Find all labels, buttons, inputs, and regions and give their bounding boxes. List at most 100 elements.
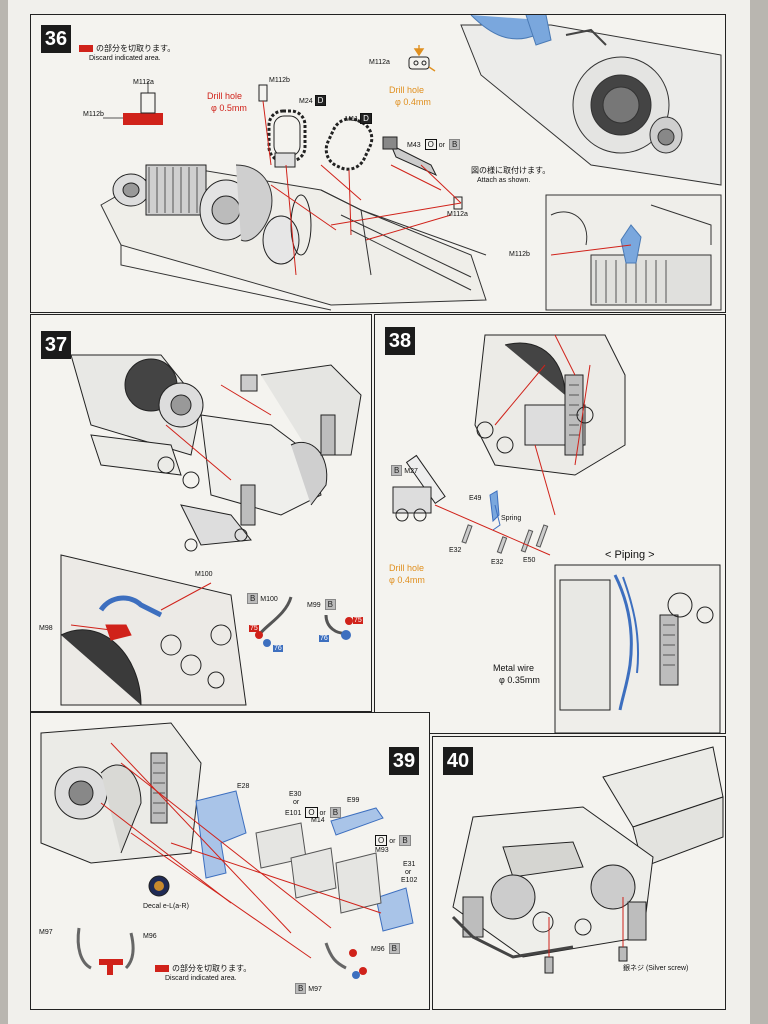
discard-note-en: Discard indicated area.	[89, 55, 161, 62]
label-m97-a: M97	[39, 929, 53, 936]
drill-arrows	[413, 45, 436, 72]
step-39-panel: 39	[30, 712, 430, 1010]
label-drill-hole-05: Drill hole	[207, 91, 243, 101]
label-75-a: 75	[249, 625, 259, 632]
assembly-guide-lines	[548, 897, 624, 957]
assembly-guide-lines	[100, 742, 382, 959]
discard-swatch	[79, 45, 93, 53]
label-phi-035: φ 0.35mm	[499, 675, 540, 685]
label-m100: M100	[195, 571, 213, 578]
step-number: 36	[41, 25, 71, 53]
label-drill-hole-04: Drill hole	[389, 85, 425, 95]
step-number: 38	[385, 327, 415, 355]
step-number: 39	[389, 747, 419, 775]
step-37-panel: 37	[30, 314, 372, 712]
decal-emblem-center	[154, 881, 164, 891]
label-metal-wire: Metal wire	[493, 663, 535, 673]
chassis-frame	[451, 746, 724, 959]
label-phi-04: φ 0.4mm	[389, 575, 425, 585]
label-phi-05: φ 0.5mm	[211, 103, 247, 113]
label-spring: Spring	[501, 515, 522, 522]
assembly-guide-lines	[165, 384, 272, 481]
instruction-sheet: 36 の部分を切取ります。 Discard indicated area.	[8, 0, 750, 1024]
label-m112a-top: M112a	[133, 79, 154, 86]
label-75-b: 75	[353, 617, 363, 624]
assembly-guide-lines	[434, 334, 591, 556]
label-e28: E28	[237, 783, 250, 790]
step-40-diagram	[451, 746, 724, 974]
piping-guide-lines	[70, 582, 212, 631]
label-m43: M43 O or B	[407, 139, 461, 150]
label-m100-detail: B M100	[245, 593, 278, 604]
panel-parts	[195, 790, 414, 932]
step-37-diagram	[60, 354, 362, 706]
discard-note-en: Discard indicated area.	[165, 975, 237, 982]
label-e30: E30	[289, 791, 302, 798]
hose-m100-detail	[255, 596, 293, 647]
label-e101: E101 O or B	[285, 807, 342, 818]
label-m27: B M27	[389, 465, 418, 476]
rear-suspension-assembly	[70, 354, 362, 552]
label-m96-a: M96	[143, 933, 157, 940]
shock-absorber-m27	[392, 454, 446, 522]
pin-parts	[461, 524, 549, 554]
detail-inset-bottom	[545, 194, 722, 311]
label-m97-b: B M97	[293, 983, 322, 994]
label-m112b-drill: M112b	[269, 77, 290, 84]
label-e32-b: E32	[491, 559, 504, 566]
label-e50: E50	[523, 557, 536, 564]
spring-parts	[489, 490, 501, 531]
front-frame-assembly	[474, 334, 626, 476]
discard-swatch	[155, 965, 169, 973]
attach-note-en: Attach as shown.	[477, 177, 531, 184]
hose-m99-detail	[324, 614, 353, 640]
label-m14: M14	[311, 817, 325, 824]
assembly-guide-lines	[262, 100, 462, 276]
discard-note-jp: の部分を切取ります。	[155, 963, 251, 974]
label-76-b: 76	[319, 635, 329, 642]
label-e49: E49	[469, 495, 482, 502]
label-m93: M93	[375, 847, 389, 854]
m112a-part	[140, 92, 156, 114]
label-m112a-bottom: M112a	[447, 211, 468, 218]
label-m96-b: M96 B	[371, 943, 400, 954]
engine-assembly	[112, 164, 312, 265]
label-e99: E99	[347, 797, 360, 804]
step-36-diagram	[100, 15, 722, 311]
label-piping: < Piping >	[605, 549, 655, 561]
label-e31: E31	[403, 861, 416, 868]
step-36-panel: 36 の部分を切取ります。 Discard indicated area.	[30, 14, 726, 313]
step-number: 40	[443, 747, 473, 775]
label-m112a-right: M112a	[369, 59, 390, 66]
discard-note-jp: の部分を切取ります。	[79, 43, 175, 54]
label-76-a: 76	[273, 645, 283, 652]
label-or-3: O or B	[373, 835, 411, 846]
step-number: 37	[41, 331, 71, 359]
label-e32-a: E32	[449, 547, 462, 554]
step-38-diagram	[392, 334, 721, 733]
label-m112b-right: M112b	[509, 251, 530, 258]
label-drill-hole: Drill hole	[389, 563, 425, 573]
piping-detail	[60, 554, 247, 706]
step-39-diagram	[40, 722, 414, 979]
label-or-1: or	[293, 799, 300, 806]
label-m99: M99 B	[307, 599, 336, 610]
label-decal: Decal e-L(a-R)	[143, 903, 189, 910]
label-e102: E102	[401, 877, 418, 884]
hose-parts	[76, 927, 367, 979]
attach-note-jp: 図の様に取付けます。	[471, 166, 551, 175]
label-phi-04: φ 0.4mm	[395, 97, 431, 107]
panel-parts-gray	[255, 822, 382, 914]
label-m112b-left: M112b	[83, 111, 104, 118]
chain-parts	[267, 109, 438, 177]
piping-inset	[554, 564, 721, 733]
label-or-4: or	[405, 869, 412, 876]
label-silver-screw: 銀ネジ (Silver screw)	[623, 965, 689, 972]
label-m98: M98	[39, 625, 53, 632]
detail-inset-top	[460, 15, 722, 186]
step-40-panel: 40 銀ネジ (S	[432, 736, 726, 1010]
discard-area	[123, 113, 163, 125]
step-38-panel: 38	[374, 314, 726, 734]
